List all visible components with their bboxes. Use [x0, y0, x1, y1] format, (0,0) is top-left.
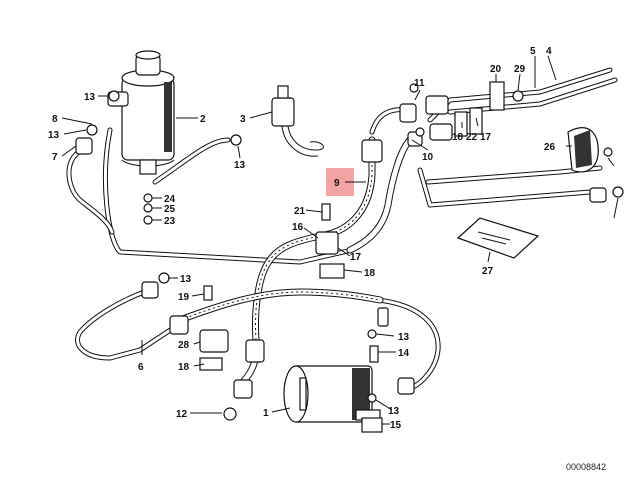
leader-lines — [61, 55, 619, 425]
bracket-26 — [567, 127, 599, 173]
callout-28: 28 — [178, 340, 190, 351]
callout-2: 2 — [200, 114, 206, 125]
callout-1: 1 — [263, 408, 269, 419]
callout-9: 9 — [334, 178, 340, 189]
callout-7: 7 — [52, 152, 58, 163]
callout-12: 12 — [176, 409, 188, 420]
callout-20: 20 — [490, 64, 502, 75]
callout-13-e: 13 — [398, 332, 410, 343]
callout-17-b: 17 — [480, 132, 492, 143]
valve-28 — [199, 329, 229, 353]
callout-18-c: 18 — [452, 132, 464, 143]
pressure-switch — [271, 85, 324, 157]
callout-8: 8 — [52, 114, 58, 125]
label-card-27 — [456, 217, 540, 259]
callout-22: 22 — [466, 132, 478, 143]
hose-9 — [252, 136, 376, 344]
callout-13-d: 13 — [180, 274, 192, 285]
callout-29: 29 — [514, 64, 526, 75]
document-number: 00008842 — [566, 462, 606, 472]
callout-17-a: 17 — [350, 252, 362, 263]
callout-21: 21 — [294, 206, 306, 217]
callout-10: 10 — [422, 152, 434, 163]
callout-27: 27 — [482, 266, 494, 277]
callout-18-a: 18 — [364, 268, 376, 279]
callout-labels: 1 2 3 4 5 6 7 8 9 10 11 12 13 13 13 13 1… — [48, 46, 556, 431]
callout-14: 14 — [398, 348, 410, 359]
callout-16: 16 — [292, 222, 304, 233]
callout-11: 11 — [414, 78, 425, 89]
callout-13-f: 13 — [388, 406, 400, 417]
refrigerant-lines — [66, 67, 618, 391]
callout-5: 5 — [530, 46, 536, 57]
callout-24: 24 — [164, 194, 176, 205]
hoses — [176, 136, 414, 389]
callout-23: 23 — [164, 216, 176, 227]
bracket-18-mid — [319, 263, 345, 279]
accumulator — [283, 365, 381, 423]
callout-4: 4 — [546, 46, 552, 57]
fitting-9-top — [361, 139, 383, 163]
callout-18-b: 18 — [178, 362, 190, 373]
callout-13-c: 13 — [234, 160, 246, 171]
receiver-dryer — [107, 50, 175, 175]
callout-3: 3 — [240, 114, 246, 125]
fittings — [75, 81, 607, 433]
callout-13-a: 13 — [84, 92, 96, 103]
clamp-16 — [315, 231, 339, 255]
washers — [86, 83, 624, 421]
callout-15: 15 — [390, 420, 402, 431]
callout-26: 26 — [544, 142, 556, 153]
callout-19: 19 — [178, 292, 190, 303]
callout-13-b: 13 — [48, 130, 60, 141]
callout-25: 25 — [164, 204, 176, 215]
bracket-18-left — [199, 357, 223, 371]
callout-6: 6 — [138, 362, 144, 373]
